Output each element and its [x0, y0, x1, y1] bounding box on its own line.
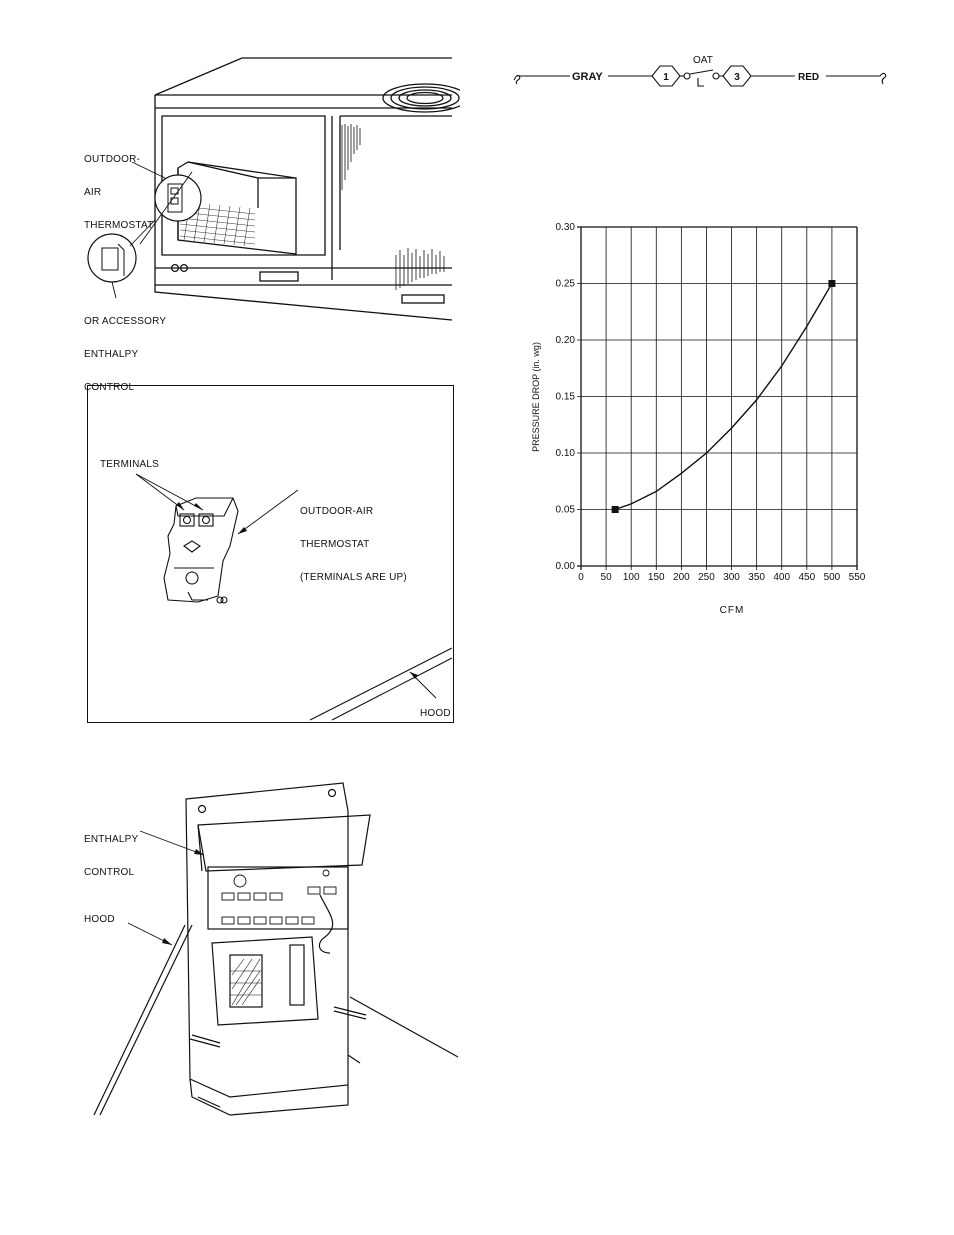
x-tick-label: 50	[601, 572, 613, 583]
x-tick-label: 500	[824, 572, 841, 583]
y-axis-label: PRESSURE DROP (in. wg)	[531, 342, 541, 452]
outdoor-air-thermostat-label: OUTDOOR- AIR THERMOSTAT	[84, 154, 154, 231]
y-tick-label: 0.05	[556, 505, 576, 516]
thermostat-label: OUTDOOR-AIR THERMOSTAT (TERMINALS ARE UP…	[300, 506, 407, 583]
x-axis-label: CFM	[720, 605, 745, 616]
thermostat-illustration	[135, 473, 452, 721]
y-tick-label: 0.00	[556, 561, 576, 572]
x-tick-labels: 0 50 100 150 200 250 300 350 400 450 500 550	[578, 572, 866, 583]
thermostat-figure-frame	[87, 385, 454, 723]
chart-grid	[577, 226, 858, 570]
enthalpy-control-label: OR ACCESSORY ENTHALPY CONTROL	[84, 316, 167, 393]
x-tick-label: 200	[673, 572, 690, 583]
terminals-label: TERMINALS	[100, 459, 160, 470]
terminal-1-label: 1	[663, 72, 669, 83]
x-tick-label: 300	[723, 572, 740, 583]
hood-label: HOOD	[420, 708, 451, 719]
pressure-drop-curve	[614, 283, 833, 511]
x-tick-label: 550	[849, 572, 866, 583]
y-tick-labels: 0.00 0.05 0.10 0.15 0.20 0.25 0.30	[556, 222, 576, 572]
oat-switch-label: OAT	[693, 55, 713, 66]
endpoint-marker	[828, 280, 836, 287]
x-tick-label: 0	[578, 572, 584, 583]
unit-illustration	[87, 57, 460, 321]
red-wire-label: RED	[798, 72, 819, 83]
y-tick-label: 0.25	[556, 279, 576, 290]
y-tick-label: 0.10	[556, 448, 576, 459]
x-tick-label: 400	[773, 572, 790, 583]
endpoint-marker	[611, 506, 619, 513]
x-tick-label: 350	[748, 572, 765, 583]
x-tick-label: 250	[698, 572, 715, 583]
oat-wiring-diagram: GRAY 1 3 OAT RED	[513, 55, 887, 87]
enthalpy-control-label-2: ENTHALPY CONTROL	[84, 834, 139, 878]
curve-endpoints	[611, 280, 836, 513]
enthalpy-control-illustration	[93, 782, 459, 1116]
y-tick-label: 0.30	[556, 222, 576, 233]
hood-label-2: HOOD	[84, 914, 115, 925]
x-tick-label: 150	[648, 572, 665, 583]
gray-wire-label: GRAY	[572, 71, 603, 83]
x-tick-label: 100	[623, 572, 640, 583]
x-tick-label: 450	[798, 572, 815, 583]
terminal-3-label: 3	[734, 72, 740, 83]
y-tick-label: 0.20	[556, 335, 576, 346]
y-tick-label: 0.15	[556, 392, 576, 403]
